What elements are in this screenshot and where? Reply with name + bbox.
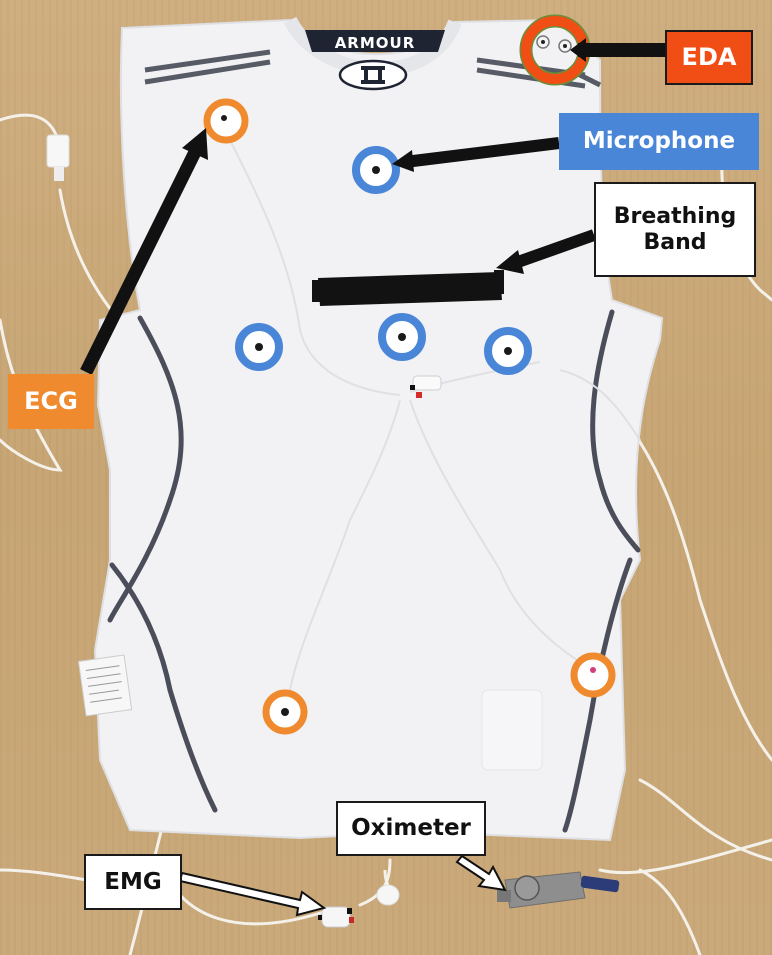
oximeter-label-text: Oximeter (351, 815, 471, 842)
collar-band (305, 30, 445, 52)
usb-dongle (46, 134, 70, 168)
breathing-band-label-line1: Breathing (613, 204, 737, 230)
oximeter-label: Oximeter (336, 801, 486, 856)
microphone-marker (484, 327, 532, 375)
ecg-marker (203, 98, 249, 144)
eda-arrow (570, 38, 666, 62)
eda-label-text: EDA (681, 42, 737, 71)
wire-connector (412, 375, 442, 391)
ecg-label: ECG (8, 374, 94, 429)
microphone-marker (378, 313, 426, 361)
microphone-marker (235, 323, 283, 371)
fabric-patch (481, 689, 543, 771)
ecg-marker (262, 689, 308, 735)
emg-arrow (178, 871, 327, 917)
care-tag (77, 654, 133, 717)
breathing-band-label-line2: Band (643, 229, 707, 255)
collar-brand-text: ARMOUR (335, 34, 416, 52)
ecg-label-text: ECG (24, 386, 78, 415)
microphone-arrow (392, 137, 560, 172)
eda-label: EDA (665, 30, 753, 85)
side-seams (107, 309, 641, 833)
breathing-band-arrow (496, 229, 597, 274)
ecg-marker (570, 652, 616, 698)
emg-label-text: EMG (104, 868, 162, 895)
oximeter-device (497, 871, 620, 909)
breathing-band-label: Breathing Band (594, 182, 756, 277)
microphone-label: Microphone (559, 113, 759, 170)
ecg-arrow (80, 128, 208, 375)
breathing-band (318, 272, 502, 306)
emg-device (318, 869, 400, 928)
brand-logo (338, 59, 408, 91)
microphone-label-text: Microphone (582, 128, 736, 155)
emg-label: EMG (84, 854, 182, 910)
microphone-marker (352, 146, 400, 194)
oximeter-arrow (455, 854, 507, 892)
cables (0, 113, 772, 955)
logo-mark (361, 66, 385, 84)
